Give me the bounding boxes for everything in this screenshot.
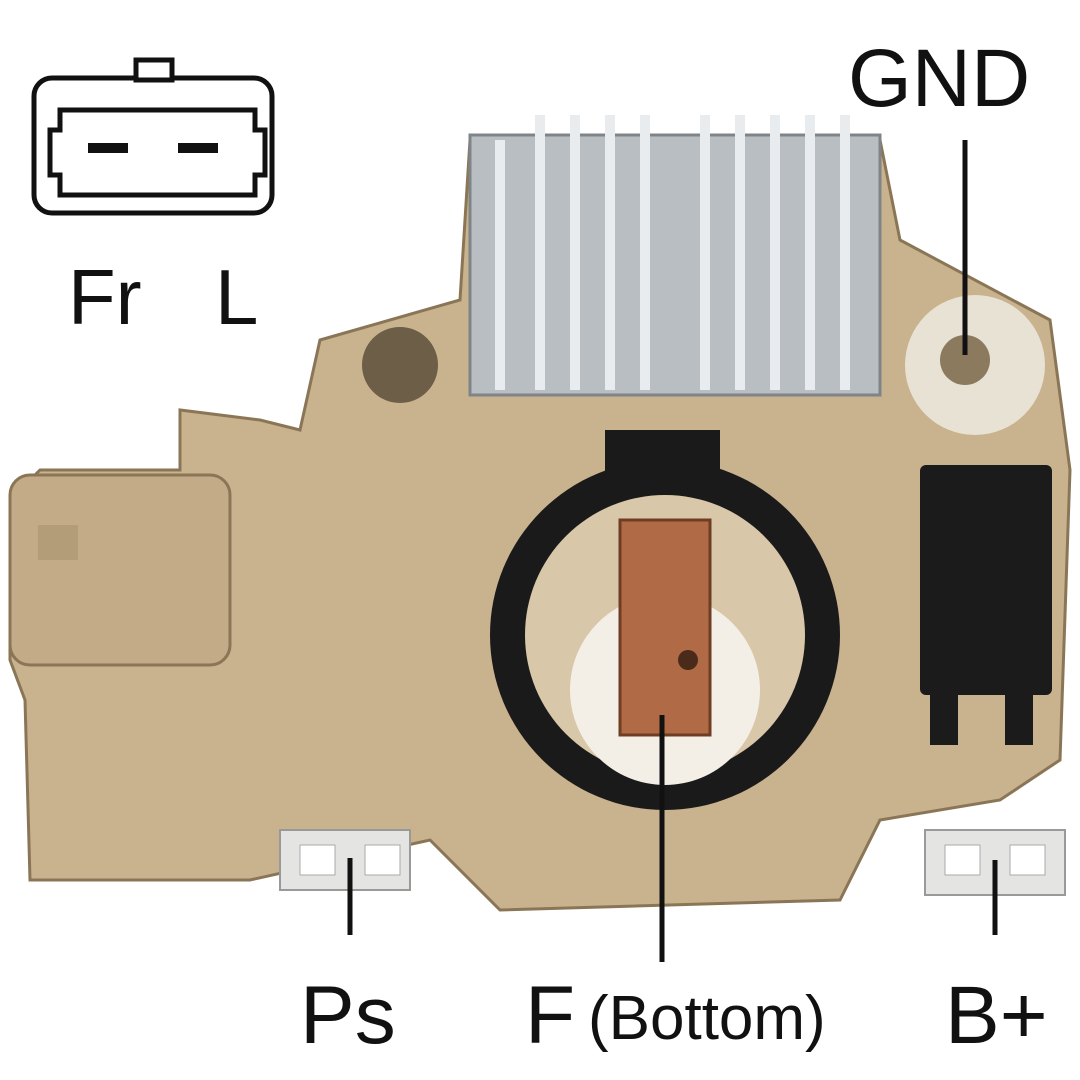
f-bottom-note: (Bottom) — [588, 984, 826, 1053]
b-plus-capacitor — [920, 465, 1052, 745]
gnd-label: GND — [848, 33, 1031, 124]
fr-pin-label: Fr — [68, 253, 142, 341]
ps-label: Ps — [300, 970, 396, 1061]
f-label: F — [525, 970, 576, 1061]
connector-pinout-icon — [31, 57, 275, 216]
b-plus-label: B+ — [945, 970, 1048, 1061]
l-pin-label: L — [215, 253, 259, 341]
heatsink — [468, 115, 882, 397]
ps-terminal — [279, 829, 411, 891]
f-brush-terminal — [618, 518, 712, 737]
